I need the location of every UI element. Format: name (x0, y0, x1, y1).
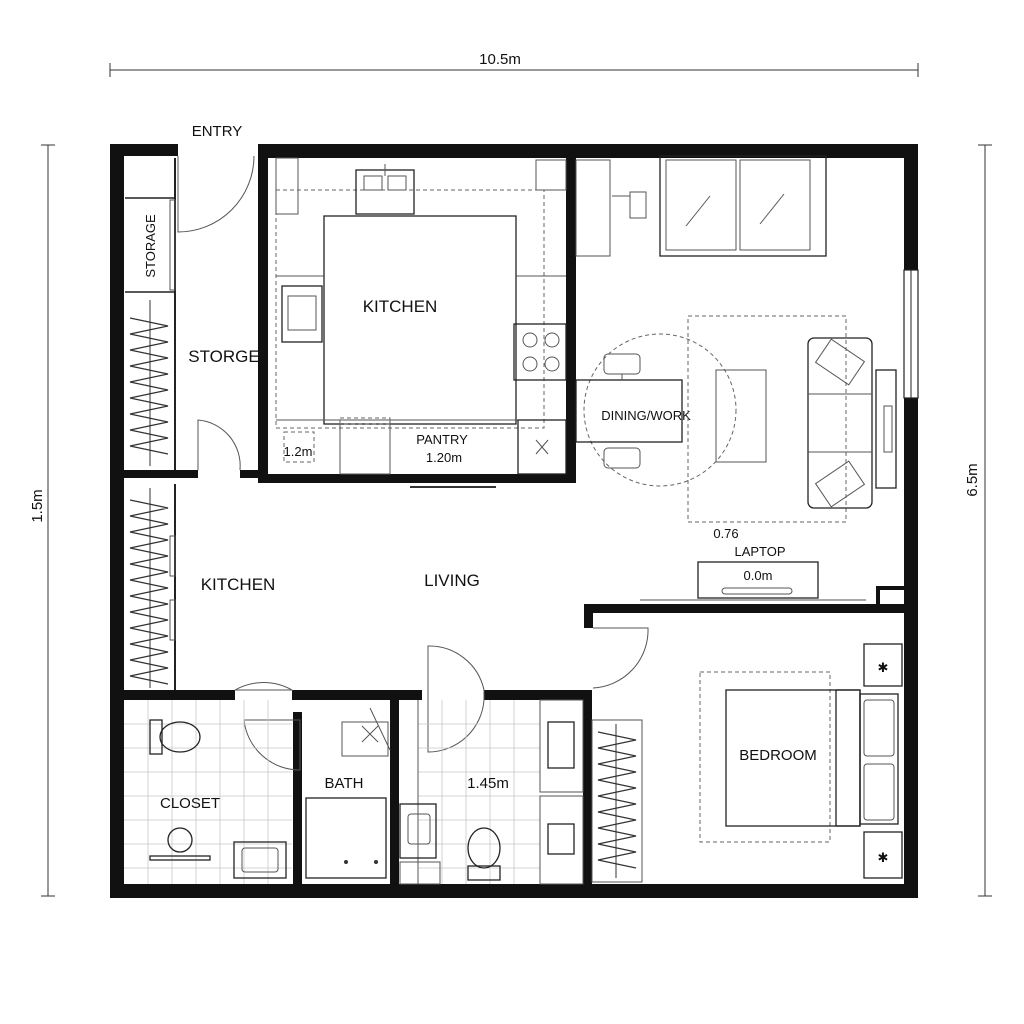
bath-label: BATH (325, 775, 364, 792)
storage-label: STORAGE (143, 214, 158, 278)
toilet-bath2 (467, 827, 501, 881)
nightstand-bottom: ✱ (863, 831, 903, 879)
laptop-dimension-top: 0.76 (713, 526, 738, 541)
tv-unit (875, 369, 897, 489)
sink-left (233, 841, 287, 879)
dining-label: DINING/WORK (601, 408, 691, 423)
kitchen-upper-label: KITCHEN (363, 297, 438, 316)
closet-lower-left (129, 488, 176, 688)
laptop-desk: 0.76 LAPTOP 0.0m (640, 526, 866, 601)
bedroom-label: BEDROOM (739, 747, 817, 764)
interior-walls (120, 150, 904, 892)
bath-dimension: 1.45m (467, 775, 509, 792)
hanging-rod-upper (129, 300, 169, 466)
wardrobe-bedroom (591, 719, 643, 883)
dimension-top-label: 10.5m (479, 51, 521, 68)
closet-room: CLOSET (124, 700, 292, 884)
laptop-label: LAPTOP (734, 544, 785, 559)
sink-bath2 (399, 803, 437, 859)
storge-label: STORGE (188, 347, 259, 366)
fridge (517, 419, 567, 475)
kitchen-sink-top (355, 164, 415, 215)
kitchen-sink-side (281, 285, 323, 343)
dimension-top: 10.5m (109, 51, 919, 77)
svg-text:✱: ✱ (878, 660, 889, 675)
glass-cabinet (659, 155, 827, 257)
window-right (903, 269, 919, 399)
toilet-left-lower (149, 827, 211, 861)
dimension-left: 1.5m (29, 144, 55, 897)
dimension-left-label: 1.5m (29, 489, 46, 522)
living-area: DINING/WORK 0.76 LAPTOP 0.0m LIVING (424, 155, 897, 601)
kitchen-upper: 1.2m KITCHEN PANTRY 1.20m (275, 157, 567, 475)
floor-tiles-left (124, 700, 292, 884)
dimension-right-label: 6.5m (964, 463, 981, 496)
bath-room-2: 1.45m (399, 699, 584, 885)
dimension-right: 6.5m (964, 144, 992, 897)
pantry-dimension: 1.20m (426, 450, 462, 465)
bedroom: ✱ ✱ BEDROOM (591, 643, 903, 883)
doors (177, 155, 649, 771)
pantry-label: PANTRY (416, 432, 468, 447)
storage-column: STORAGE (129, 199, 176, 466)
kitchen-lower-label: KITCHEN (201, 575, 276, 594)
living-label: LIVING (424, 571, 480, 590)
vanity-right (539, 699, 584, 885)
nightstand-top: ✱ (863, 643, 903, 687)
closet-label: CLOSET (160, 795, 220, 812)
laptop-dimension-bottom: 0.0m (744, 568, 773, 583)
bath-room: BATH (305, 707, 391, 879)
sofa (807, 337, 873, 509)
toilet-left (149, 719, 201, 755)
floor-tiles-right (418, 700, 540, 884)
stove (513, 323, 567, 381)
pantry-small-dimension: 1.2m (284, 444, 313, 459)
shower (305, 797, 387, 879)
bed (725, 689, 899, 827)
dining-table: DINING/WORK (575, 333, 737, 487)
svg-text:✱: ✱ (878, 850, 889, 865)
entry-label: ENTRY (192, 123, 243, 140)
